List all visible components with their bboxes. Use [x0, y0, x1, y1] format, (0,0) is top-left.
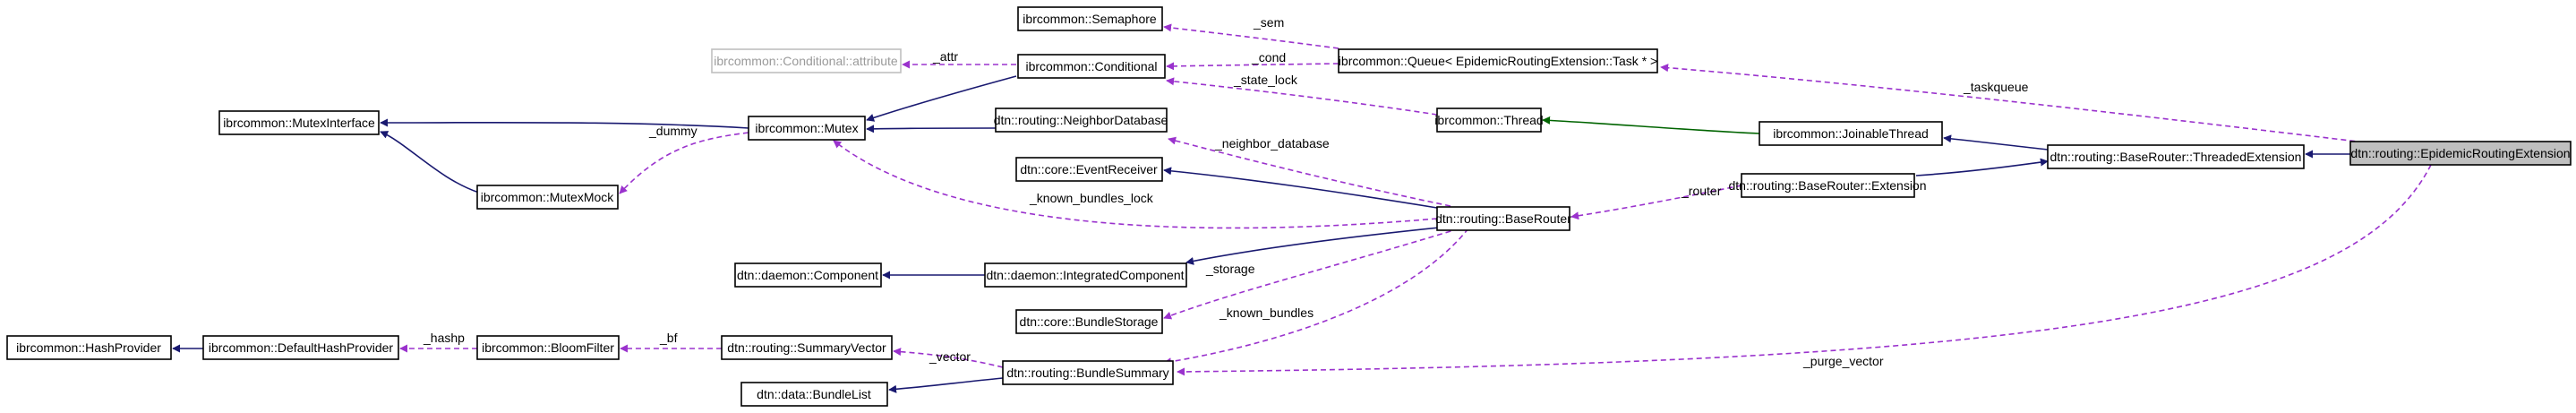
edge-labels: _sem _cond _attr _state_lock _taskqueue …: [423, 15, 2029, 368]
edge-label-known-bundles-lock: _known_bundles_lock: [1029, 191, 1154, 205]
svg-text:ibrcommon::Mutex: ibrcommon::Mutex: [755, 121, 858, 135]
svg-text:ibrcommon::Semaphore: ibrcommon::Semaphore: [1023, 12, 1157, 26]
svg-text:dtn::routing::SummaryVector: dtn::routing::SummaryVector: [727, 340, 886, 355]
edge-label-known-bundles: _known_bundles: [1219, 305, 1314, 320]
edge-mutex-dummy: [619, 132, 749, 194]
edge-mutex-to-mutexinterface: [380, 118, 749, 129]
edge-extension-router: [1570, 185, 1742, 220]
svg-text:dtn::routing::BaseRouter::Thre: dtn::routing::BaseRouter::ThreadedExtens…: [2050, 150, 2302, 164]
svg-text:ibrcommon::HashProvider: ibrcommon::HashProvider: [16, 340, 161, 355]
edge-baserouter-neighbor-database: [1168, 136, 1451, 207]
node-integratedcomponent[interactable]: dtn::daemon::IntegratedComponent: [984, 262, 1187, 288]
edge-neighbordb-to-mutex: [866, 125, 997, 133]
svg-text:dtn::routing::BaseRouter::Exte: dtn::routing::BaseRouter::Extension: [1728, 178, 1926, 193]
edge-label-taskqueue: _taskqueue: [1963, 80, 2029, 94]
edge-label-purge-vector: _purge_vector: [1802, 354, 1884, 368]
svg-text:ibrcommon::JoinableThread: ibrcommon::JoinableThread: [1773, 126, 1929, 141]
svg-text:dtn::routing::EpidemicRoutingE: dtn::routing::EpidemicRoutingExtension: [2350, 146, 2570, 160]
svg-text:dtn::daemon::IntegratedCompone: dtn::daemon::IntegratedComponent: [986, 268, 1184, 282]
node-queue[interactable]: ibrcommon::Queue< EpidemicRoutingExtensi…: [1338, 48, 1658, 73]
node-conditional-attribute: ibrcommon::Conditional::attribute: [711, 48, 902, 73]
node-bloomfilter[interactable]: ibrcommon::BloomFilter: [476, 335, 620, 360]
edge-label-router: _router: [1681, 184, 1722, 198]
svg-text:ibrcommon::Thread: ibrcommon::Thread: [1434, 113, 1543, 127]
node-bundlestorage[interactable]: dtn::core::BundleStorage: [1015, 309, 1163, 334]
edge-baserouter-known-bundles-lock: [833, 140, 1438, 229]
node-baserouter-extension[interactable]: dtn::routing::BaseRouter::Extension: [1728, 173, 1927, 198]
svg-text:ibrcommon::Conditional::attrib: ibrcommon::Conditional::attribute: [714, 54, 898, 68]
node-mutexinterface[interactable]: ibrcommon::MutexInterface: [218, 110, 380, 135]
svg-text:dtn::routing::BaseRouter: dtn::routing::BaseRouter: [1435, 211, 1571, 226]
edge-label-attr: _attr: [932, 49, 958, 64]
edge-label-state-lock: _state_lock: [1233, 73, 1298, 87]
svg-text:ibrcommon::Queue< EpidemicRout: ibrcommon::Queue< EpidemicRoutingExtensi…: [1339, 54, 1657, 68]
svg-text:dtn::routing::BundleSummary: dtn::routing::BundleSummary: [1006, 366, 1168, 380]
edge-threadedext-to-joinable: [1943, 134, 2049, 151]
svg-text:dtn::routing::NeighborDatabase: dtn::routing::NeighborDatabase: [994, 113, 1168, 127]
node-thread[interactable]: ibrcommon::Thread: [1434, 108, 1544, 133]
node-bundlelist[interactable]: dtn::data::BundleList: [740, 382, 888, 407]
svg-text:ibrcommon::BloomFilter: ibrcommon::BloomFilter: [482, 340, 614, 355]
edge-baserouter-storage: [1163, 228, 1460, 320]
edge-queue-cond: [1166, 62, 1339, 71]
edge-conditional-to-mutex: [866, 75, 1017, 122]
edge-queue-sem: [1163, 23, 1339, 49]
edges: [172, 23, 2432, 393]
edge-bundlesummary-vector: [893, 348, 1004, 368]
node-conditional[interactable]: ibrcommon::Conditional: [1017, 54, 1166, 79]
svg-text:dtn::data::BundleList: dtn::data::BundleList: [757, 387, 871, 401]
edge-label-bf: _bf: [659, 331, 678, 345]
node-semaphore[interactable]: ibrcommon::Semaphore: [1017, 6, 1163, 31]
edge-thread-state-lock: [1166, 77, 1438, 116]
svg-text:ibrcommon::MutexInterface: ibrcommon::MutexInterface: [223, 116, 375, 130]
node-component[interactable]: dtn::daemon::Component: [734, 262, 882, 288]
edge-label-cond: _cond: [1251, 50, 1286, 65]
svg-text:dtn::core::EventReceiver: dtn::core::EventReceiver: [1020, 162, 1158, 176]
node-joinablethread[interactable]: ibrcommon::JoinableThread: [1759, 121, 1943, 146]
node-threadedextension[interactable]: dtn::routing::BaseRouter::ThreadedExtens…: [2047, 144, 2305, 169]
edge-label-hashp: _hashp: [423, 331, 465, 345]
node-defaulthashprovider[interactable]: ibrcommon::DefaultHashProvider: [202, 335, 399, 360]
edge-baserouter-known-bundles: [1163, 228, 1469, 366]
node-bundlesummary[interactable]: dtn::routing::BundleSummary: [1002, 360, 1174, 385]
edge-epidemic-taskqueue: [1660, 64, 2374, 144]
edge-baserouter-to-integrated: [1185, 226, 1449, 265]
svg-text:dtn::core::BundleStorage: dtn::core::BundleStorage: [1020, 314, 1159, 329]
svg-text:ibrcommon::MutexMock: ibrcommon::MutexMock: [481, 190, 615, 204]
node-epidemicroutingextension[interactable]: dtn::routing::EpidemicRoutingExtension: [2349, 141, 2572, 166]
nodes: ibrcommon::Semaphore ibrcommon::Queue< E…: [6, 6, 2572, 407]
node-eventreceiver[interactable]: dtn::core::EventReceiver: [1015, 157, 1163, 182]
edge-mutexmock-to-mutexinterface: [380, 131, 480, 194]
edge-bundlesummary-to-bundlelist: [888, 377, 1004, 393]
svg-text:dtn::daemon::Component: dtn::daemon::Component: [737, 268, 878, 282]
node-baserouter[interactable]: dtn::routing::BaseRouter: [1435, 206, 1571, 231]
node-summaryvector[interactable]: dtn::routing::SummaryVector: [721, 335, 893, 360]
edge-joinable-to-thread: [1542, 116, 1760, 134]
svg-text:ibrcommon::Conditional: ibrcommon::Conditional: [1025, 59, 1157, 73]
edge-baserouter-to-eventreceiver: [1163, 167, 1438, 209]
node-neighbordatabase[interactable]: dtn::routing::NeighborDatabase: [994, 108, 1168, 133]
edge-label-sem: _sem: [1253, 15, 1284, 30]
node-mutex[interactable]: ibrcommon::Mutex: [748, 116, 866, 141]
edge-label-vector: _vector: [929, 349, 971, 364]
node-hashprovider[interactable]: ibrcommon::HashProvider: [6, 335, 172, 360]
svg-text:ibrcommon::DefaultHashProvider: ibrcommon::DefaultHashProvider: [209, 340, 394, 355]
node-mutexmock[interactable]: ibrcommon::MutexMock: [476, 185, 619, 210]
edge-label-storage: _storage: [1205, 262, 1255, 276]
edge-label-dummy: _dummy: [648, 124, 697, 138]
edge-extension-to-threadedext: [1915, 158, 2049, 176]
edge-label-neighbor-database: _neighbor_database: [1214, 136, 1330, 151]
